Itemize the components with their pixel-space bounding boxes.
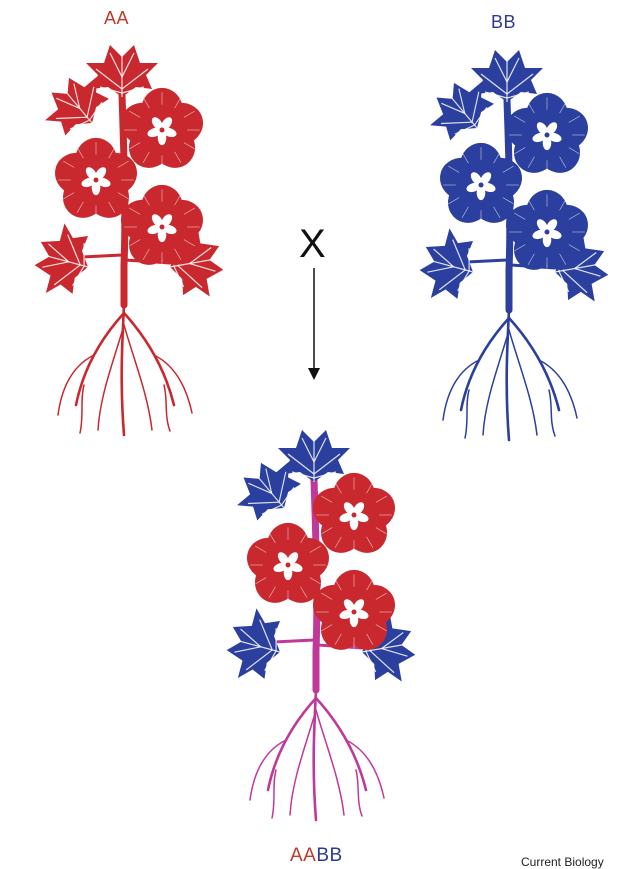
roots <box>250 690 384 820</box>
leaf-lower-left <box>413 224 482 307</box>
hybrid-label: AABB <box>290 845 343 867</box>
parent-aa-plant <box>0 35 250 445</box>
cross-symbol: X <box>299 222 326 267</box>
stem <box>28 45 227 435</box>
journal-credit: Current Biology <box>521 855 631 869</box>
roots <box>58 305 192 435</box>
stem <box>413 50 612 440</box>
leaf-lower-left <box>28 219 97 302</box>
hybrid-aabb-plant <box>192 420 442 830</box>
parent-a-label: AA <box>104 8 129 29</box>
hybrid-label-b: BB <box>316 845 342 866</box>
roots <box>443 310 577 440</box>
arrow-down-icon <box>304 268 324 383</box>
parent-b-label: BB <box>491 12 516 33</box>
parent-bb-plant <box>385 40 631 450</box>
hybrid-label-a: AA <box>290 845 316 866</box>
leaf-top <box>278 430 350 482</box>
leaf-top <box>86 45 158 97</box>
leaf-top <box>471 50 543 102</box>
stem <box>220 430 419 820</box>
leaf-lower-left <box>220 604 289 687</box>
